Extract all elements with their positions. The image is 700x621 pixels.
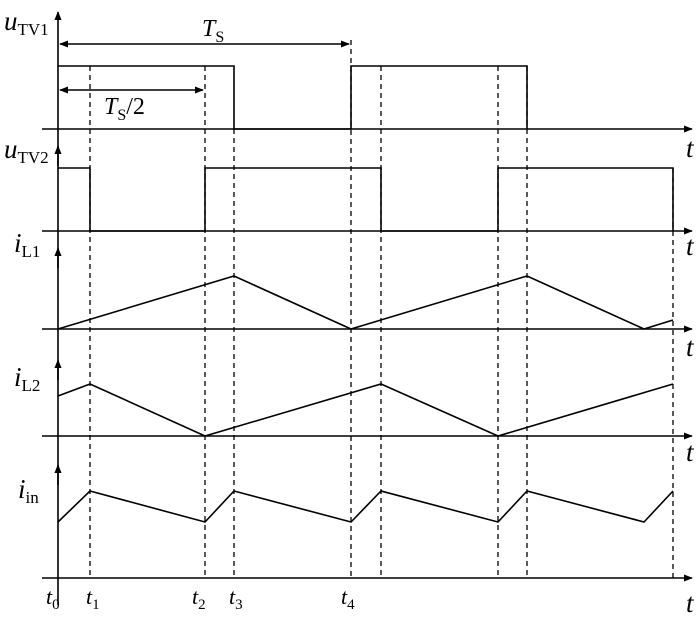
utv1-waveform xyxy=(58,65,528,130)
axis-t-label-2: t xyxy=(686,231,695,261)
il2-waveform xyxy=(57,383,674,437)
axis-t-label-3: t xyxy=(686,332,695,362)
dashed-guides xyxy=(89,40,674,578)
signal-label-utv1: uTV1 xyxy=(4,6,49,39)
axis-t-label-1: t xyxy=(686,133,695,163)
il1-waveform xyxy=(57,275,674,330)
tick-t3: t3 xyxy=(229,584,243,613)
tick-t4: t4 xyxy=(341,584,355,613)
signal-label-il2: iL2 xyxy=(14,362,40,395)
signal-label-il1: iL1 xyxy=(14,228,40,261)
period-ts-label: TS xyxy=(202,16,224,46)
period-half-label: TS/2 xyxy=(104,94,145,124)
tick-t1: t1 xyxy=(86,584,100,613)
signal-label-utv2: uTV2 xyxy=(4,134,49,167)
axis-t-label-4: t xyxy=(686,437,695,467)
tick-t2: t2 xyxy=(192,584,206,613)
signal-label-iin: iin xyxy=(18,474,39,507)
axis-t-label-5: t xyxy=(686,588,695,616)
iin-waveform xyxy=(57,490,674,523)
utv2-waveform xyxy=(58,167,674,232)
tick-t0: t0 xyxy=(46,584,60,613)
